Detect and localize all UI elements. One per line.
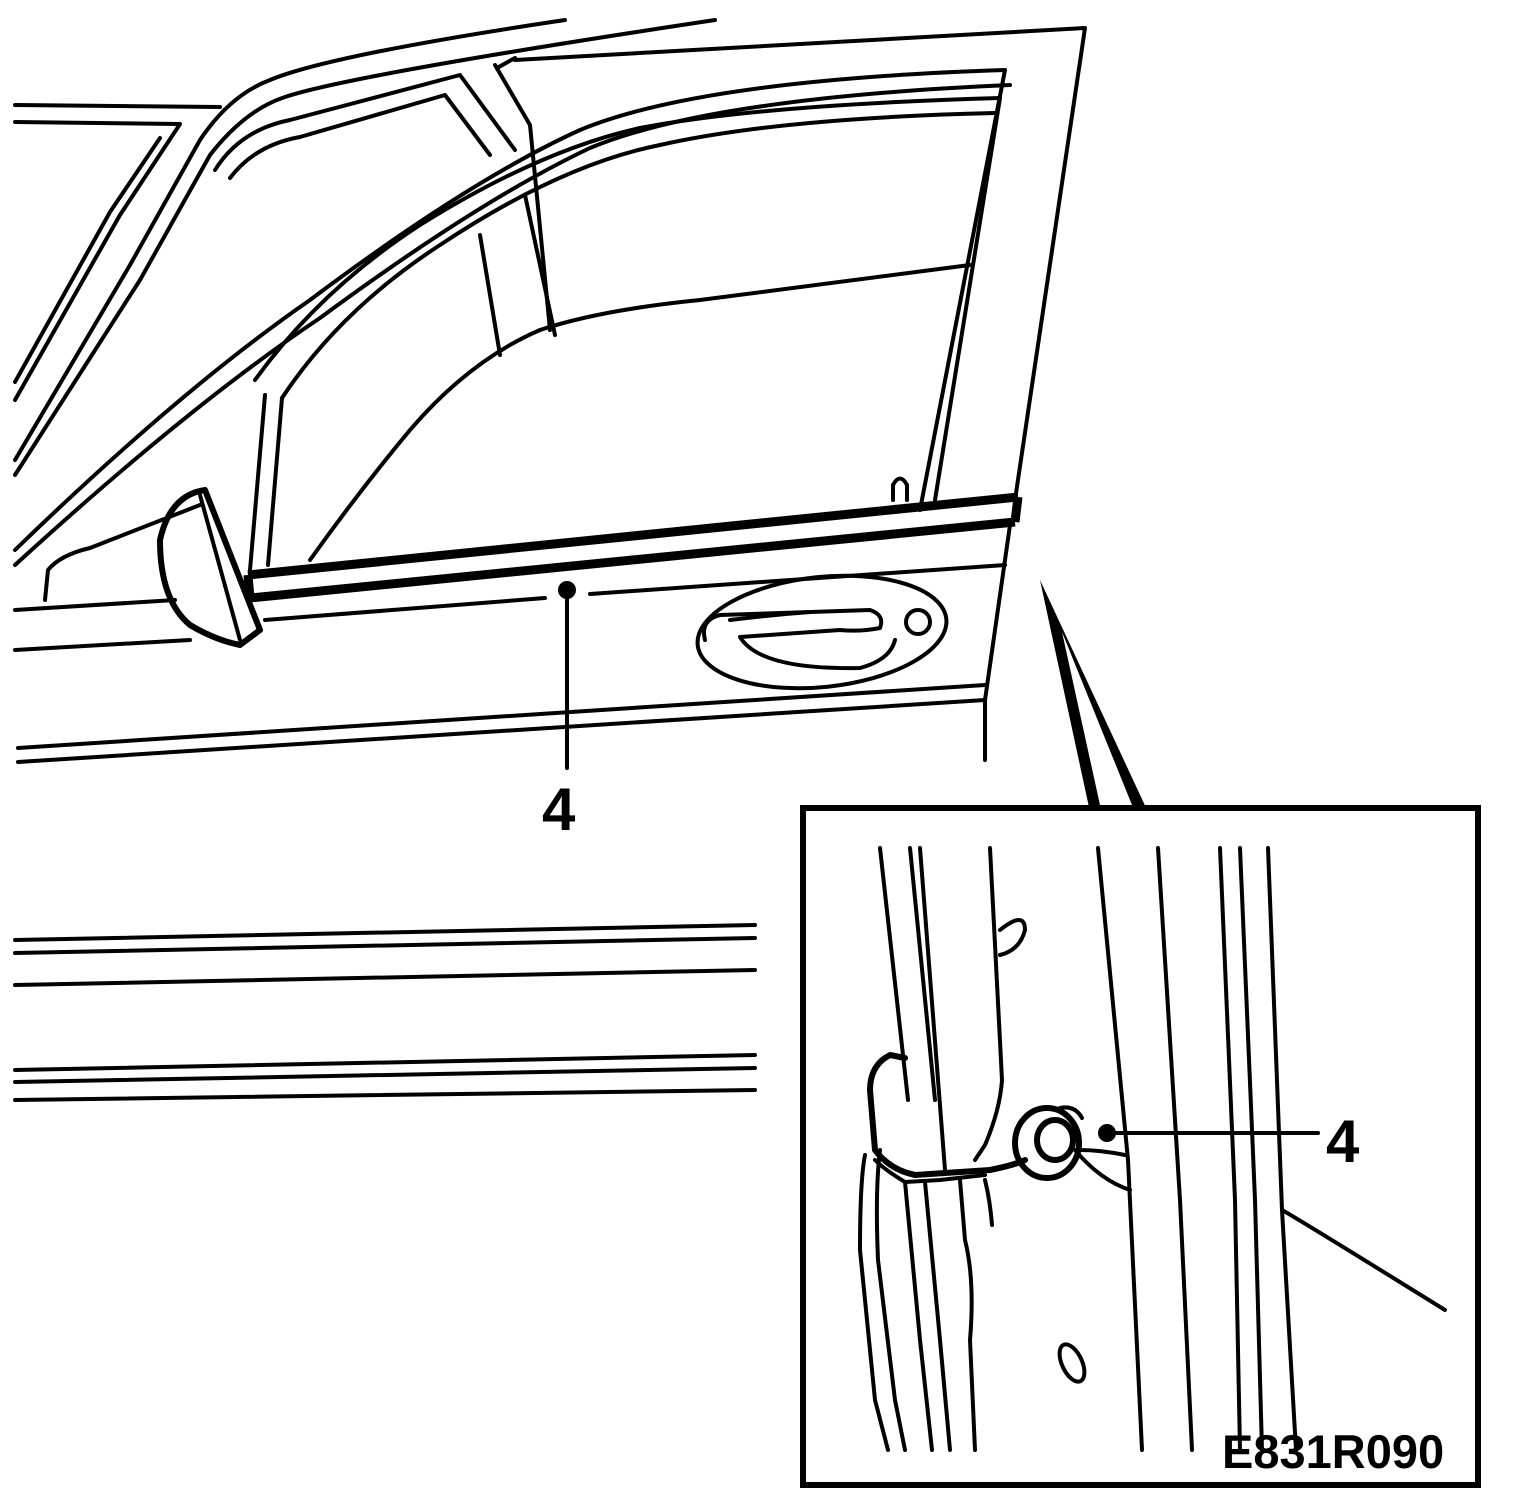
callout-label-main: 4 bbox=[542, 776, 576, 843]
detail-inset bbox=[800, 805, 1481, 1488]
car-door-main-view bbox=[13, 18, 1087, 1102]
callout-label-inset: 4 bbox=[1326, 1108, 1360, 1175]
figure-code: E831R090 bbox=[1222, 1425, 1445, 1478]
detail-pointer bbox=[1040, 580, 1148, 812]
